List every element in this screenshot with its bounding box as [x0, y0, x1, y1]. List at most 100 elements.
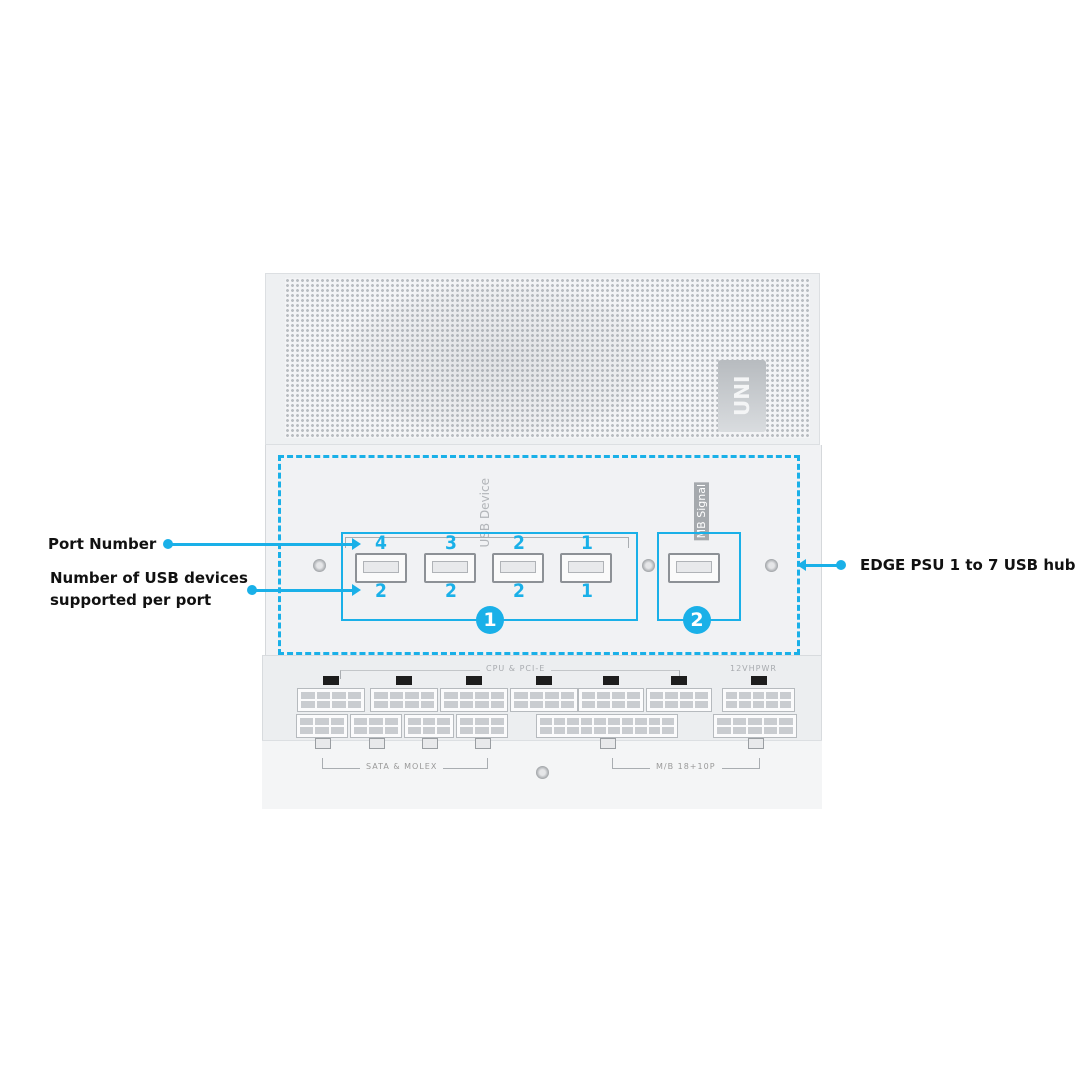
pin: [490, 727, 504, 734]
pin: [300, 727, 314, 734]
pin: [553, 727, 566, 734]
pin: [621, 727, 634, 734]
cpu-pcie-connector: [578, 688, 644, 712]
screw-icon: [765, 559, 778, 572]
pin: [301, 692, 315, 699]
pin: [766, 701, 778, 708]
pin: [422, 718, 436, 725]
pin: [779, 727, 793, 734]
pin: [316, 701, 330, 708]
pin: [752, 692, 765, 699]
cpu-pcie-connector: [297, 688, 365, 712]
usb-device-bracket: [345, 537, 629, 548]
12vhpwr-label: 12VHPWR: [730, 664, 777, 673]
usb-devices-callout-line1: Number of USB devices: [50, 569, 248, 587]
arrowhead-icon: [352, 538, 361, 550]
pin: [490, 692, 504, 699]
pin: [680, 701, 693, 708]
pin: [695, 692, 708, 699]
pin: [567, 727, 579, 734]
pin: [490, 718, 504, 725]
pin: [315, 727, 329, 734]
callout-arrow-line: [252, 589, 353, 592]
pin: [475, 701, 489, 708]
pin: [763, 727, 778, 734]
pin: [422, 727, 436, 734]
connector-latch: [323, 676, 339, 685]
pin: [779, 701, 791, 708]
screw-icon: [536, 766, 549, 779]
pin: [582, 692, 595, 699]
screw-icon: [642, 559, 655, 572]
mb-24pin-connector: [536, 714, 678, 738]
pin: [315, 718, 329, 725]
cpu-pcie-connector: [370, 688, 438, 712]
pin: [665, 692, 678, 699]
usb-port-4: [355, 553, 407, 583]
callout-dot: [836, 560, 846, 570]
pin: [459, 701, 473, 708]
screw-icon: [313, 559, 326, 572]
pin: [732, 727, 747, 734]
usb-hub-callout: EDGE PSU 1 to 7 USB hub: [860, 556, 1076, 574]
pin: [347, 701, 361, 708]
pin: [582, 701, 595, 708]
pin: [475, 718, 489, 725]
pin: [405, 701, 419, 708]
connector-latch: [396, 676, 412, 685]
mb-signal-port: [668, 553, 720, 583]
pin: [650, 701, 663, 708]
pin: [779, 692, 791, 699]
cpu-pcie-connector: [510, 688, 578, 712]
sata-molex-label: SATA & MOLEX: [360, 762, 444, 771]
usb-hub-panel: [265, 445, 822, 660]
connector-latch: [748, 738, 764, 749]
pin: [529, 701, 543, 708]
callout-arrow-line: [168, 543, 353, 546]
pin: [475, 692, 489, 699]
12vhpwr-connector: [722, 688, 795, 712]
pin: [384, 718, 398, 725]
pin: [369, 727, 383, 734]
callout-arrow-line: [805, 564, 841, 567]
pin: [384, 727, 398, 734]
group-badge-1: 1: [476, 606, 504, 634]
pin: [332, 701, 346, 708]
pin: [662, 718, 674, 725]
connector-latch: [536, 676, 552, 685]
port-device-count: 2: [375, 580, 387, 602]
pin: [752, 701, 765, 708]
port-device-count: 2: [513, 580, 525, 602]
usb-port-2: [492, 553, 544, 583]
pin: [389, 701, 403, 708]
pin: [553, 718, 566, 725]
pin: [490, 701, 504, 708]
pin: [695, 701, 708, 708]
pin: [475, 727, 489, 734]
pin: [580, 718, 593, 725]
mb-10pin-connector: [713, 714, 797, 738]
pin: [514, 701, 528, 708]
port-number-callout: Port Number: [48, 535, 157, 553]
connector-latch: [671, 676, 687, 685]
pin: [766, 692, 778, 699]
pin: [420, 692, 434, 699]
cpu-pcie-connector: [440, 688, 508, 712]
pin: [374, 692, 388, 699]
pin: [316, 692, 330, 699]
pin: [608, 727, 620, 734]
pin: [680, 692, 693, 699]
pin: [514, 692, 528, 699]
pin: [594, 727, 606, 734]
pin: [726, 701, 738, 708]
pin: [444, 692, 458, 699]
pin: [437, 718, 450, 725]
pin: [459, 692, 473, 699]
pin: [560, 701, 574, 708]
port-number: 2: [513, 532, 525, 554]
pin: [354, 727, 368, 734]
pin: [726, 692, 738, 699]
pin: [627, 692, 640, 699]
pin: [560, 692, 574, 699]
port-device-count: 1: [581, 580, 593, 602]
